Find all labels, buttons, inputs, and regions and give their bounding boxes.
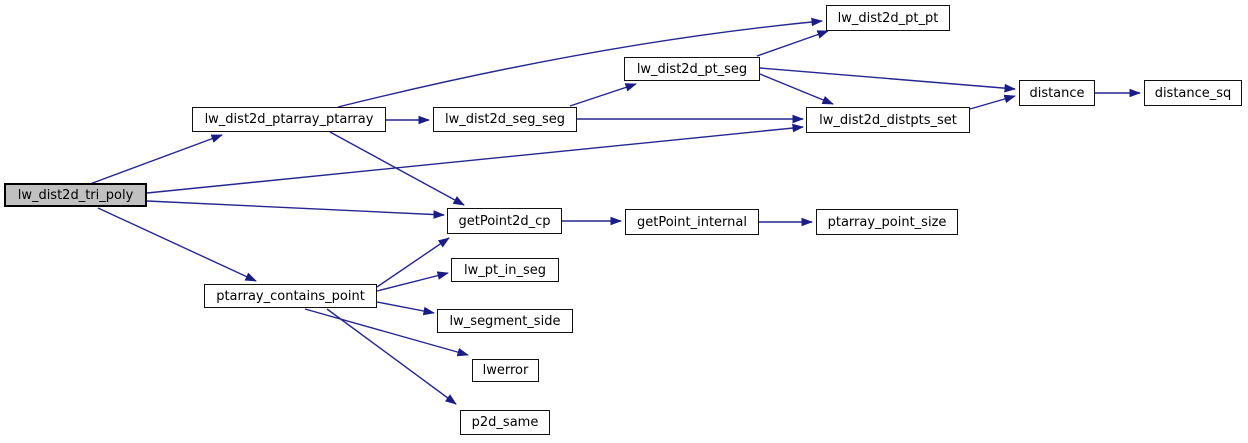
edge-ptarray_contains_point-to-lw_pt_in_seg <box>376 271 449 292</box>
edge-lw_dist2d_pt_seg-to-distance <box>759 67 1016 93</box>
node-lw_pt_in_seg[interactable]: lw_pt_in_seg <box>451 258 559 282</box>
node-lw_dist2d_ptarray_ptarray[interactable]: lw_dist2d_ptarray_ptarray <box>192 107 386 132</box>
node-lwerror[interactable]: lwerror <box>472 359 539 382</box>
edge-lw_dist2d_ptarray_ptarray-to-getPoint2d_cp <box>329 131 465 206</box>
node-lw_dist2d_pt_seg[interactable]: lw_dist2d_pt_seg <box>624 57 760 81</box>
node-ptarray_point_size[interactable]: ptarray_point_size <box>816 209 958 235</box>
edge-lw_dist2d_tri_poly-to-ptarray_contains_point <box>97 207 257 282</box>
edge-lw_dist2d_distpts_set-to-distance <box>969 94 1016 110</box>
node-getPoint_internal[interactable]: getPoint_internal <box>625 209 759 235</box>
edge-ptarray_contains_point-to-p2d_same <box>326 308 457 405</box>
edge-lw_dist2d_tri_poly-to-getPoint2d_cp <box>146 200 445 219</box>
edge-ptarray_contains_point-to-getPoint2d_cp <box>376 237 450 288</box>
edge-ptarray_contains_point-to-lwerror <box>304 308 469 357</box>
edge-lw_dist2d_tri_poly-to-lw_dist2d_distpts_set <box>146 123 804 194</box>
edge-lw_dist2d_seg_seg-to-lw_dist2d_pt_seg <box>569 83 637 107</box>
node-lw_dist2d_distpts_set[interactable]: lw_dist2d_distpts_set <box>806 107 970 133</box>
edge-ptarray_contains_point-to-lw_segment_side <box>376 301 435 316</box>
edge-lw_dist2d_pt_seg-to-lw_dist2d_distpts_set <box>759 73 834 105</box>
node-lw_dist2d_tri_poly[interactable]: lw_dist2d_tri_poly <box>4 183 147 207</box>
node-ptarray_contains_point[interactable]: ptarray_contains_point <box>204 284 377 308</box>
node-lw_dist2d_pt_pt[interactable]: lw_dist2d_pt_pt <box>826 5 950 31</box>
node-distance[interactable]: distance <box>1019 80 1095 106</box>
node-p2d_same[interactable]: p2d_same <box>460 410 550 435</box>
node-getPoint2d_cp[interactable]: getPoint2d_cp <box>447 208 562 234</box>
edge-lw_dist2d_tri_poly-to-lw_dist2d_ptarray_ptarray <box>89 134 223 185</box>
edge-lw_dist2d_ptarray_ptarray-to-lw_dist2d_pt_pt <box>337 17 823 108</box>
edge-lw_dist2d_pt_seg-to-lw_dist2d_pt_pt <box>756 30 829 57</box>
node-lw_dist2d_seg_seg[interactable]: lw_dist2d_seg_seg <box>433 107 577 132</box>
node-lw_segment_side[interactable]: lw_segment_side <box>437 309 573 333</box>
node-distance_sq[interactable]: distance_sq <box>1144 80 1242 106</box>
